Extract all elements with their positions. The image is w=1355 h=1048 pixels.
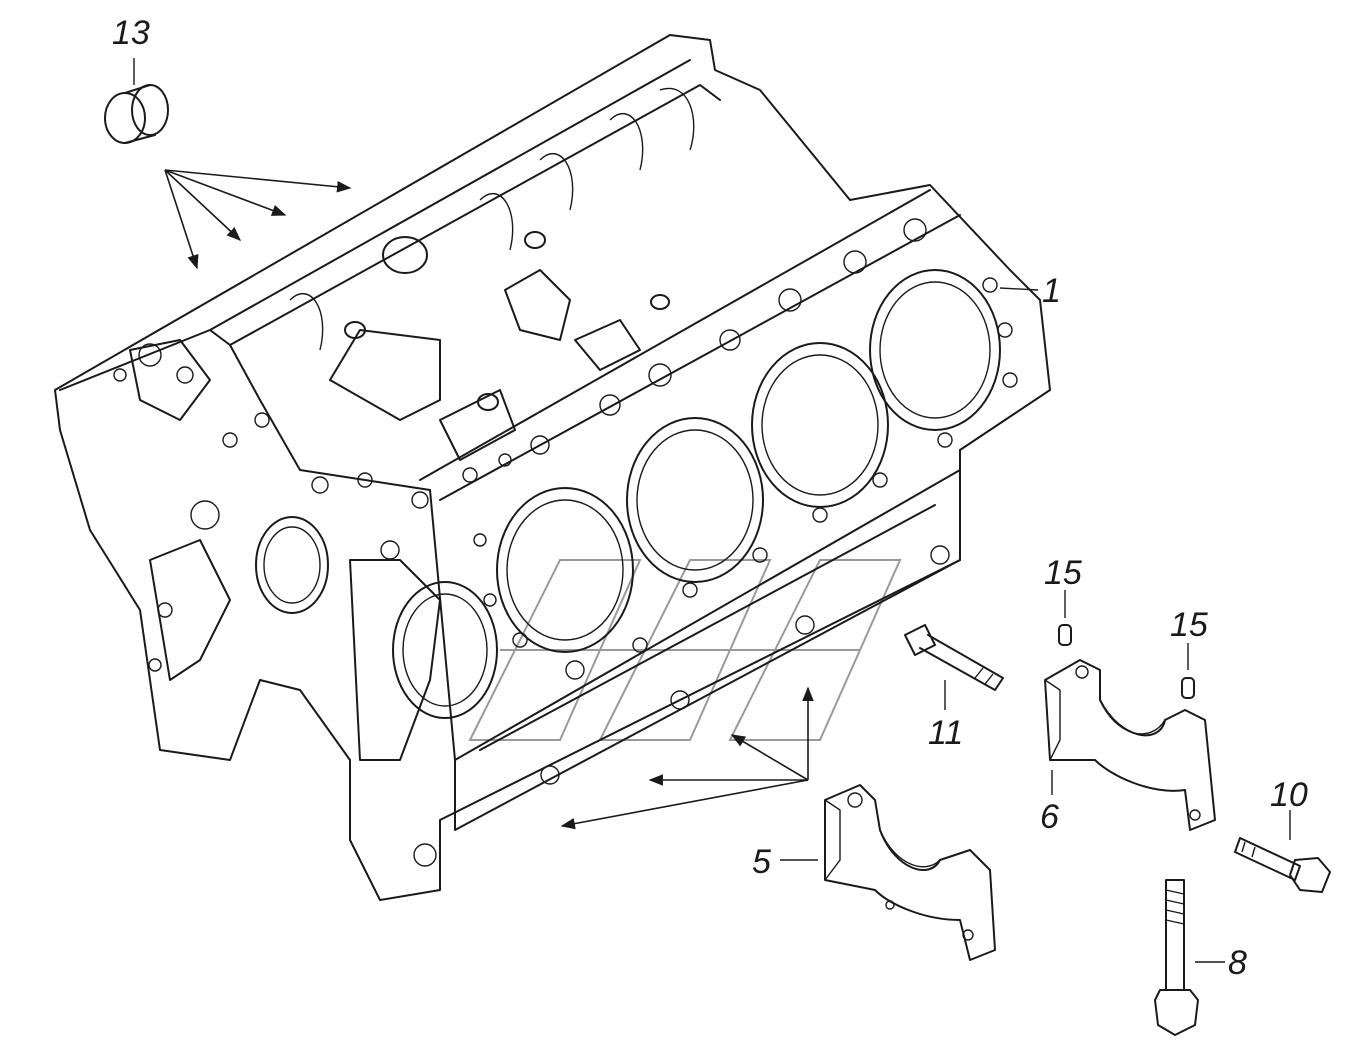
label-part-11: 11 [928,714,963,752]
part-10-bolt [1234,810,1331,893]
label-part-6: 6 [1040,798,1059,836]
label-part-15-a: 15 [1044,554,1082,592]
part-8-bolt [1154,879,1225,1036]
bearing-cap-arrows [560,686,814,830]
cylinder-block [54,34,1051,901]
part-13-camshaft-bushing [104,58,169,144]
watermark-logo [468,559,902,741]
head-bolt-holes [413,218,1018,867]
part-15-dowel-pin-a [1058,590,1072,646]
label-part-5: 5 [752,843,771,881]
part-13-arrows [164,169,352,270]
label-part-15-b: 15 [1170,606,1208,644]
label-part-10: 10 [1270,776,1308,814]
label-part-8: 8 [1228,944,1247,982]
part-15-dowel-pin-b [1181,643,1195,699]
label-part-1: 1 [1042,272,1061,310]
callout-labels: 13 1 15 15 11 6 10 5 8 [112,14,1308,982]
front-face-holes [113,343,429,672]
part-1-leader [999,287,1039,291]
part-6-bearing-cap [1044,659,1216,831]
part-5-bearing-cap [780,784,996,961]
label-part-13: 13 [112,14,150,52]
cylinder-bores [496,269,1001,653]
part-11-bolt [904,624,1004,710]
